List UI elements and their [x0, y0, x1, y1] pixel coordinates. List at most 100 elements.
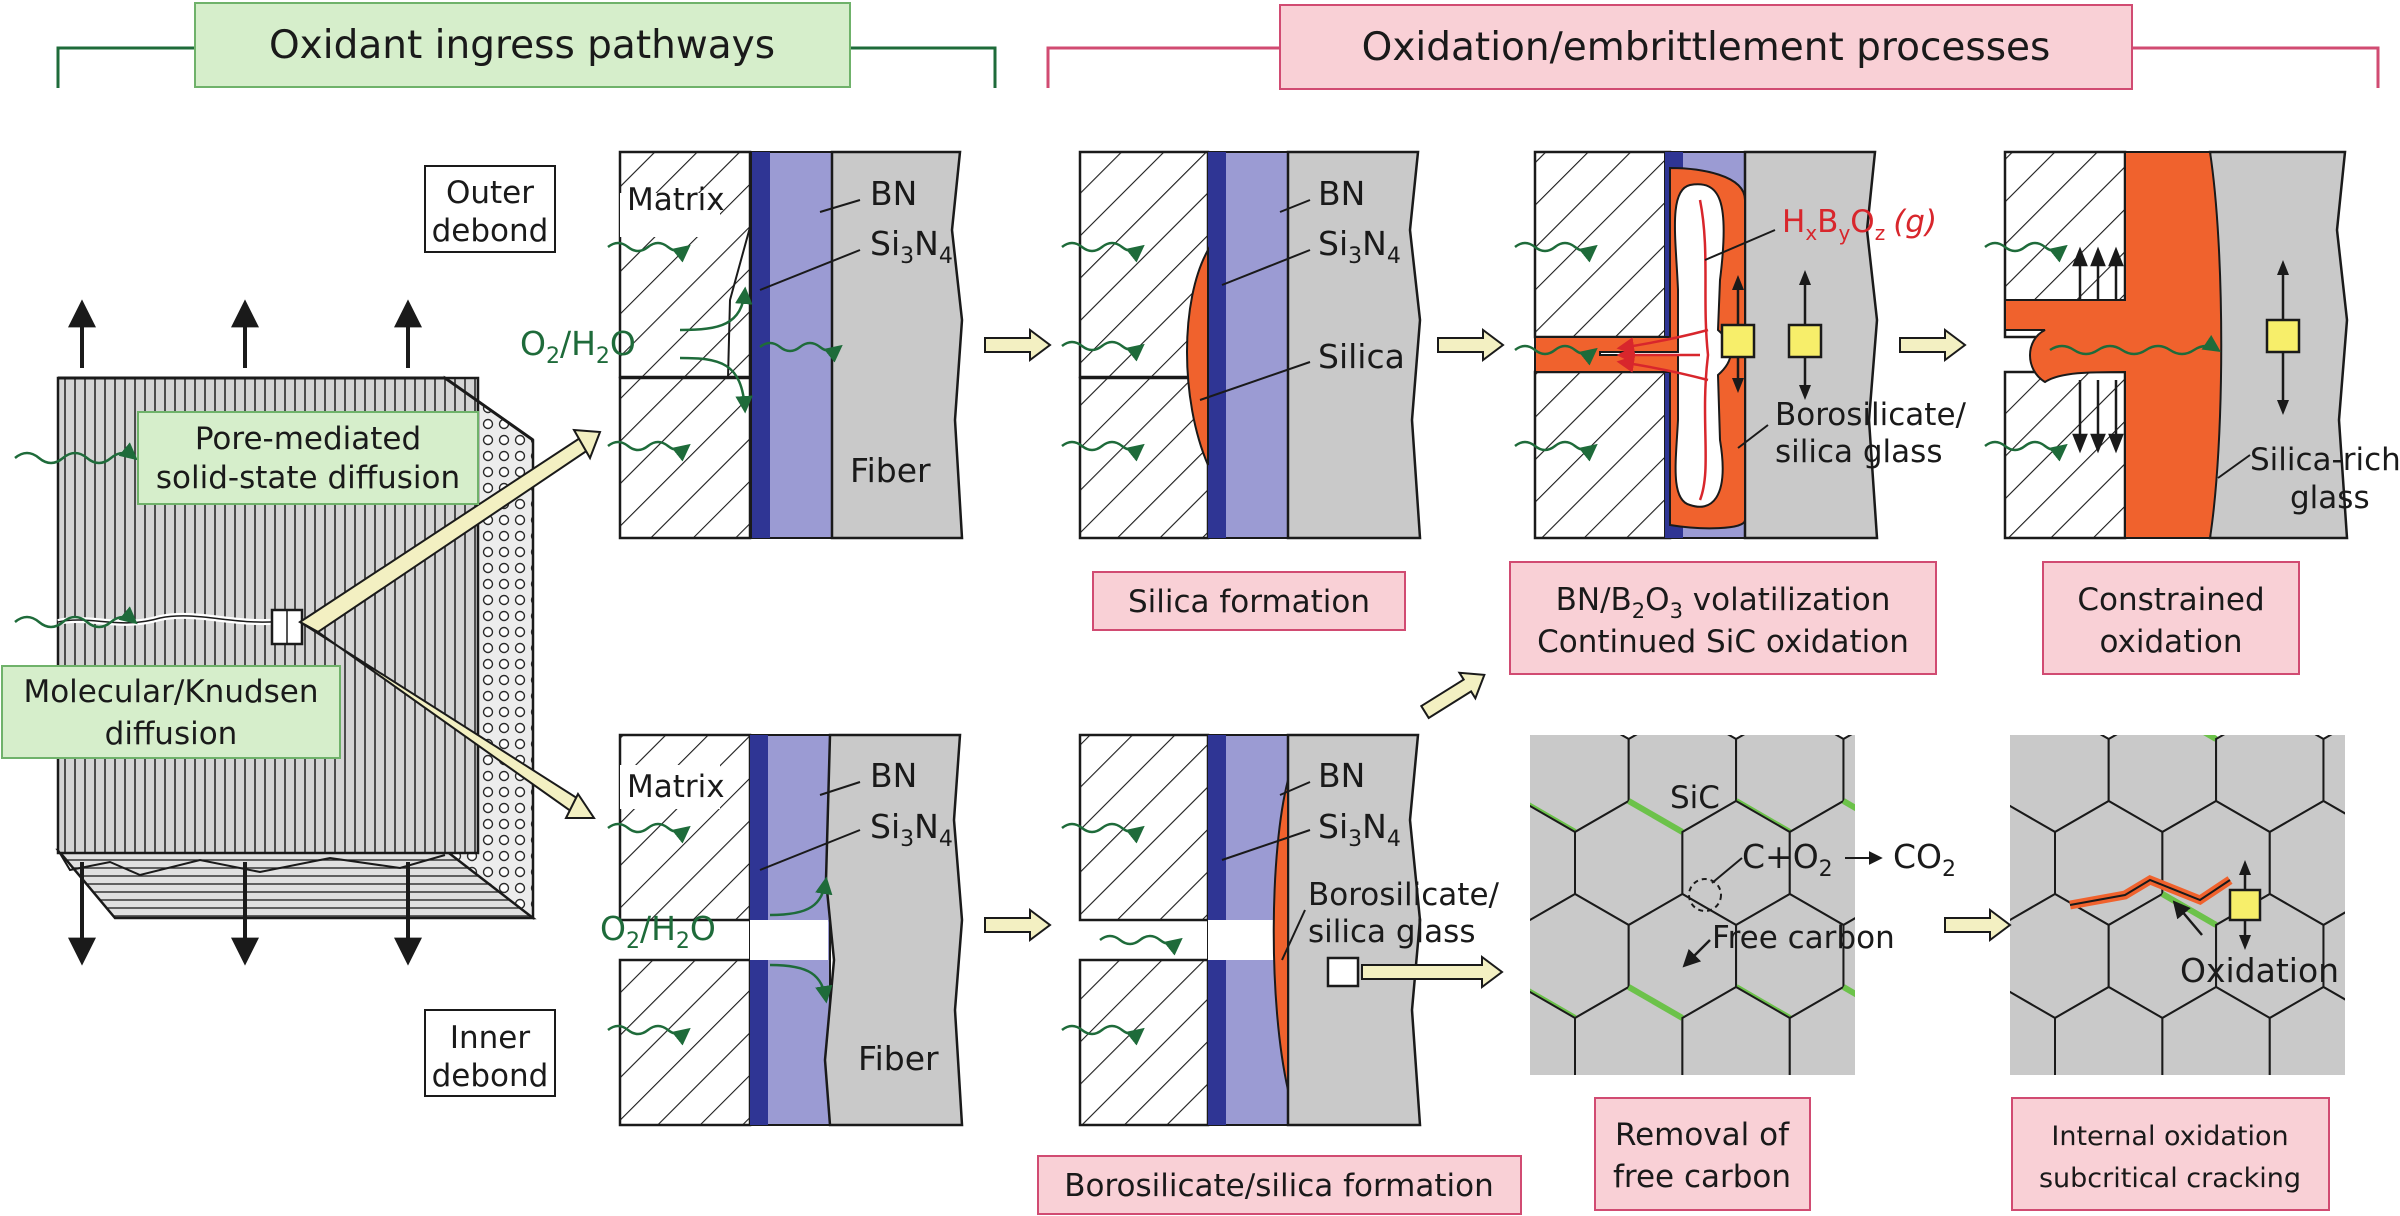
composite-block: Pore-mediated solid-state diffusion Mole… — [1, 299, 602, 966]
svg-text:Silica: Silica — [1318, 337, 1405, 376]
svg-text:C+O2: C+O2 — [1742, 837, 1833, 882]
svg-text:glass: glass — [2290, 480, 2370, 516]
svg-text:Free carbon: Free carbon — [1712, 920, 1895, 956]
panel-hex-free-carbon — [1414, 708, 2004, 1204]
flow-arrows — [984, 328, 2012, 989]
svg-text:BN: BN — [1318, 756, 1365, 795]
sic-grain — [2377, 801, 2400, 925]
panel-outer-debond: Matrix BN Si3N4 Fiber O2/H2O — [520, 150, 964, 540]
free-carbon-boundary — [2377, 1080, 2400, 1111]
outer-debond-label: Outer debond — [424, 165, 556, 253]
sic-grain — [2323, 1080, 2400, 1204]
flow-arrow — [984, 328, 1052, 362]
hex-c-labels: Oxidation — [2172, 860, 2339, 990]
header-right-text: Oxidation/embrittlement processes — [1362, 25, 2051, 70]
pore-label-2: solid-state diffusion — [156, 460, 460, 496]
svg-text:Continued SiC oxidation: Continued SiC oxidation — [1537, 624, 1909, 660]
svg-text:Fiber: Fiber — [850, 451, 931, 490]
caption-bn-volatilization: BN/B2O3 volatilization Continued SiC oxi… — [1509, 561, 1937, 675]
panel-silica-formation: BN Si3N4 Silica — [1061, 150, 1422, 540]
sic-grain — [1414, 708, 1521, 832]
hex-b-labels: SiC C+O2 CO2 Free carbon — [1670, 780, 1956, 968]
svg-text:free carbon: free carbon — [1613, 1159, 1791, 1195]
svg-text:Borosilicate/: Borosilicate/ — [1775, 397, 1967, 433]
svg-text:Si3N4: Si3N4 — [1318, 807, 1401, 852]
panel-inner-debond: Matrix BN Si3N4 Fiber O2/H2O — [600, 733, 964, 1127]
svg-text:Silica formation: Silica formation — [1128, 584, 1370, 620]
panel-borosilicate-formation: BN Si3N4 Borosilicate/ silica glass — [1061, 733, 1500, 1127]
flow-arrow — [1944, 908, 2012, 942]
sic-grain — [2322, 735, 2345, 815]
free-carbon-boundary — [2377, 1080, 2400, 1111]
sic-grain — [1842, 735, 1855, 809]
flow-arrow — [984, 908, 1052, 942]
svg-text:BN/B2O3 volatilization: BN/B2O3 volatilization — [1556, 582, 1891, 623]
free-carbon-boundary — [2203, 735, 2218, 742]
svg-text:CO2: CO2 — [1893, 837, 1956, 882]
svg-text:subcritical cracking: subcritical cracking — [2039, 1163, 2301, 1194]
caption-constrained-oxidation: Constrained oxidation — [2042, 561, 2300, 675]
sic-grain — [1788, 985, 1855, 1075]
free-carbon-boundary — [1627, 984, 1684, 1021]
free-carbon-boundary — [1841, 798, 1855, 812]
svg-text:O2/H2O: O2/H2O — [600, 909, 716, 954]
sic-grain — [1842, 917, 1855, 995]
matrix-label: Matrix — [627, 182, 725, 218]
caption-borosilicate-formation: Borosilicate/silica formation — [1037, 1155, 1522, 1215]
flow-arrow — [1361, 955, 1504, 989]
free-carbon-boundary — [1521, 1173, 1575, 1204]
svg-text:Borosilicate/: Borosilicate/ — [1308, 877, 1500, 913]
sic-grain — [1897, 987, 2004, 1111]
panel-bn-volatilization: HxByOz(g) Borosilicate/ silica glass — [1514, 150, 1967, 540]
svg-text:Si3N4: Si3N4 — [870, 807, 953, 852]
svg-text:debond: debond — [432, 1058, 549, 1094]
svg-text:O2/H2O: O2/H2O — [520, 324, 636, 369]
svg-text:SiC: SiC — [1670, 780, 1720, 816]
free-carbon-boundary — [1627, 798, 1684, 835]
svg-text:debond: debond — [432, 213, 549, 249]
svg-text:Removal of: Removal of — [1615, 1117, 1790, 1153]
mol-label-2: diffusion — [105, 716, 238, 752]
svg-text:Si3N4: Si3N4 — [1318, 224, 1401, 269]
free-carbon-boundary — [2377, 894, 2400, 925]
sic-grain — [2322, 911, 2345, 1001]
caption-silica-formation: Silica formation — [1092, 571, 1406, 631]
svg-text:Borosilicate/silica formation: Borosilicate/silica formation — [1064, 1168, 1494, 1204]
panel-hex-internal-oxidation — [1894, 708, 2400, 1204]
svg-text:Matrix: Matrix — [627, 769, 725, 805]
free-carbon-boundary — [2377, 894, 2400, 925]
panel-constrained-oxidation: Silica-rich glass — [1984, 150, 2400, 540]
header-left: Oxidant ingress pathways — [56, 2, 997, 88]
sic-grain — [1894, 894, 2001, 1018]
sic-grain — [1894, 708, 2001, 832]
caption-removal-free-carbon: Removal of free carbon — [1594, 1097, 1811, 1211]
sic-grain — [1843, 1080, 1950, 1204]
svg-text:Constrained: Constrained — [2077, 582, 2264, 618]
svg-text:BN: BN — [870, 174, 917, 213]
flow-arrow — [1419, 671, 1486, 720]
svg-text:Si3N4: Si3N4 — [870, 224, 953, 269]
svg-text:BN: BN — [870, 756, 917, 795]
sic-grain — [2268, 985, 2345, 1075]
svg-text:Inner: Inner — [450, 1020, 531, 1056]
svg-text:Silica-rich: Silica-rich — [2250, 442, 2400, 478]
svg-text:oxidation: oxidation — [2099, 624, 2242, 660]
crack-line — [2069, 878, 2231, 906]
mol-label-1: Molecular/Knudsen — [23, 674, 318, 710]
svg-text:silica glass: silica glass — [1775, 434, 1942, 470]
svg-text:silica glass: silica glass — [1308, 914, 1475, 950]
caption-internal-oxidation: Internal oxidation subcritical cracking — [2011, 1097, 2330, 1211]
sic-grain — [2377, 987, 2400, 1111]
flow-arrow — [1899, 328, 1967, 362]
svg-text:Outer: Outer — [446, 175, 534, 211]
pore-label-1: Pore-mediated — [195, 421, 421, 457]
inner-debond-label: Inner debond — [424, 1009, 556, 1097]
glass-marker-d1 — [2265, 260, 2301, 415]
glass-marker-c1 — [1720, 270, 1823, 400]
free-carbon-boundary — [1841, 984, 1855, 998]
flow-arrow — [1437, 328, 1505, 362]
svg-text:BN: BN — [1318, 174, 1365, 213]
header-left-text: Oxidant ingress pathways — [269, 23, 775, 68]
free-carbon-boundary — [2377, 708, 2400, 739]
